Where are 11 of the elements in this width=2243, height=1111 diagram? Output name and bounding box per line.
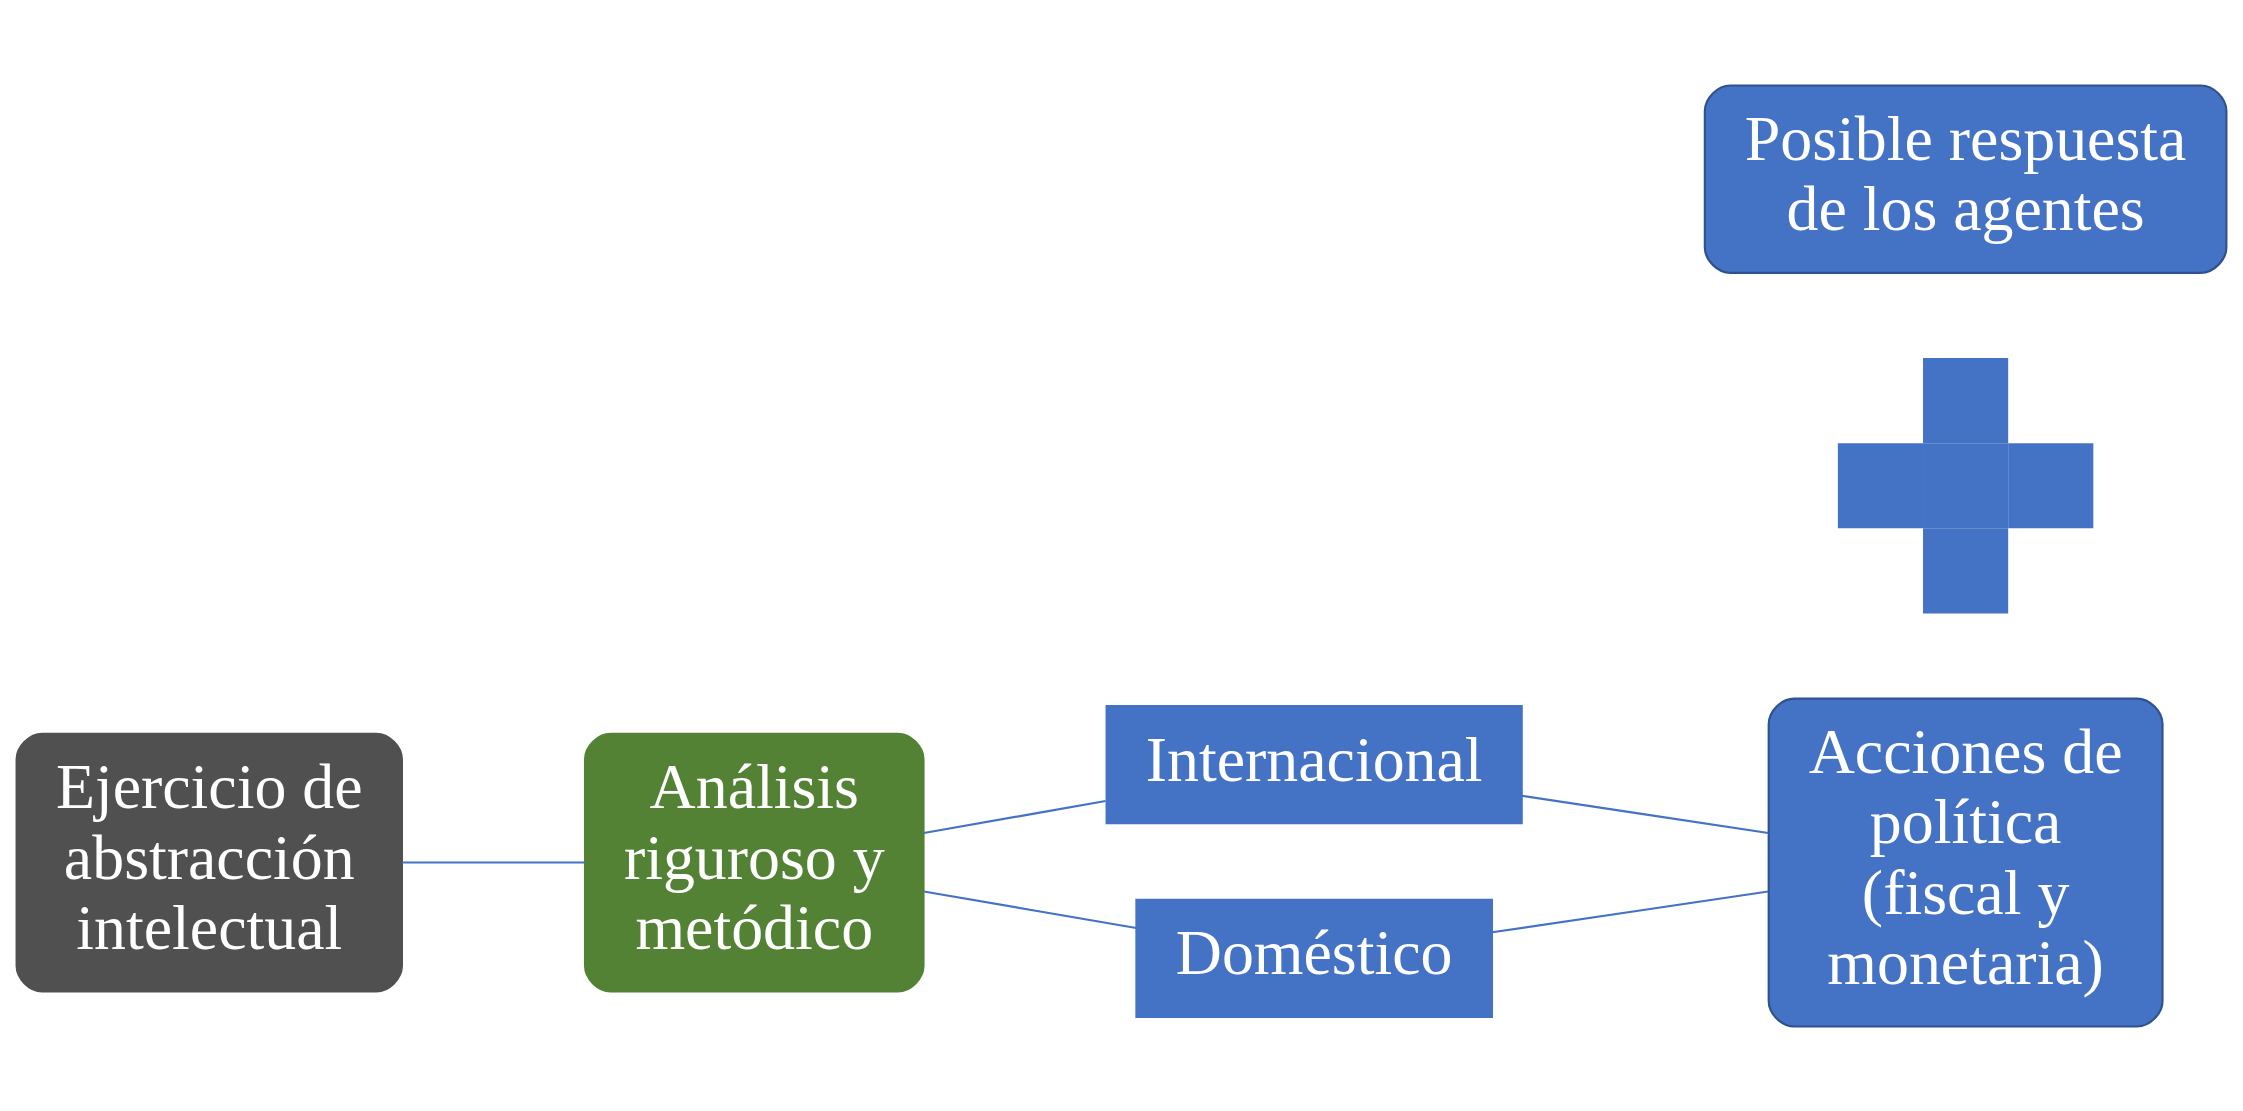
node-box: Acciones de política (fiscal y monetaria) xyxy=(1767,697,2164,1028)
node-box: Análisis riguroso y metódico xyxy=(583,732,925,992)
connector xyxy=(923,799,1106,834)
connector xyxy=(1492,889,1769,933)
connector xyxy=(1521,794,1769,834)
node-box: Ejercicio de abstracción intelectual xyxy=(15,732,403,992)
node-box: Posible respuesta de los agentes xyxy=(1703,83,2228,274)
connector xyxy=(402,861,585,864)
node-box: Internacional xyxy=(1105,704,1523,824)
connector xyxy=(923,889,1137,929)
node-box: Doméstico xyxy=(1135,898,1493,1018)
